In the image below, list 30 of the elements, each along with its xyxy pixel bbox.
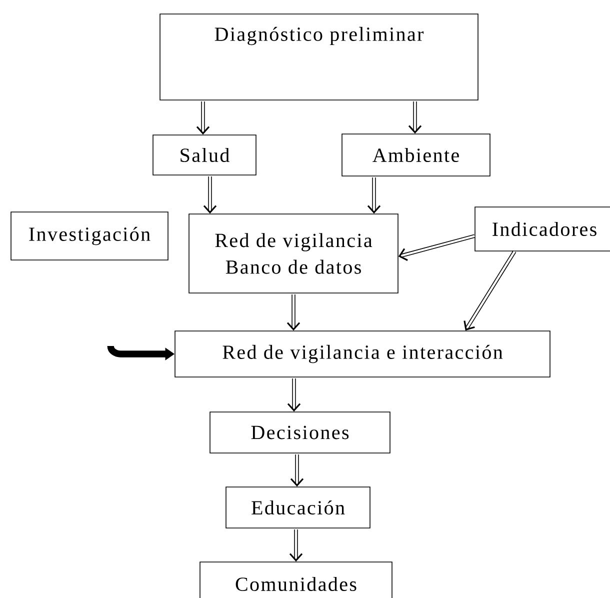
arrow <box>286 294 300 331</box>
process-box <box>10 212 168 260</box>
node-label: Educación <box>252 500 345 515</box>
process-box <box>226 486 370 528</box>
process-box <box>200 562 392 598</box>
process-box <box>474 206 610 252</box>
arrow <box>367 177 381 214</box>
node-label: Red de vigilancia e interacción <box>222 344 503 364</box>
node-label: Ambiente <box>372 148 459 162</box>
node-label: Diagnóstico preliminar <box>214 26 424 46</box>
arrow <box>398 234 476 261</box>
process-box <box>342 134 490 176</box>
node-label: Salud <box>180 148 230 162</box>
arrow <box>196 101 210 135</box>
process-box <box>174 330 550 378</box>
process-box <box>188 214 398 294</box>
node-label: Indicadores <box>492 222 596 236</box>
node-label: Red de vigilancia Banco de datos <box>215 233 372 274</box>
node-label: Investigación <box>29 226 150 246</box>
process-box <box>152 134 256 176</box>
process-box <box>210 412 390 454</box>
arrow <box>408 101 422 134</box>
node-label: Comunidades <box>236 576 356 592</box>
arrow <box>289 529 303 562</box>
arrow <box>464 250 516 331</box>
arrow <box>287 378 301 412</box>
node-label: Decisiones <box>251 426 349 440</box>
arrow <box>203 176 217 214</box>
process-box <box>160 14 478 100</box>
arrow <box>290 454 304 487</box>
